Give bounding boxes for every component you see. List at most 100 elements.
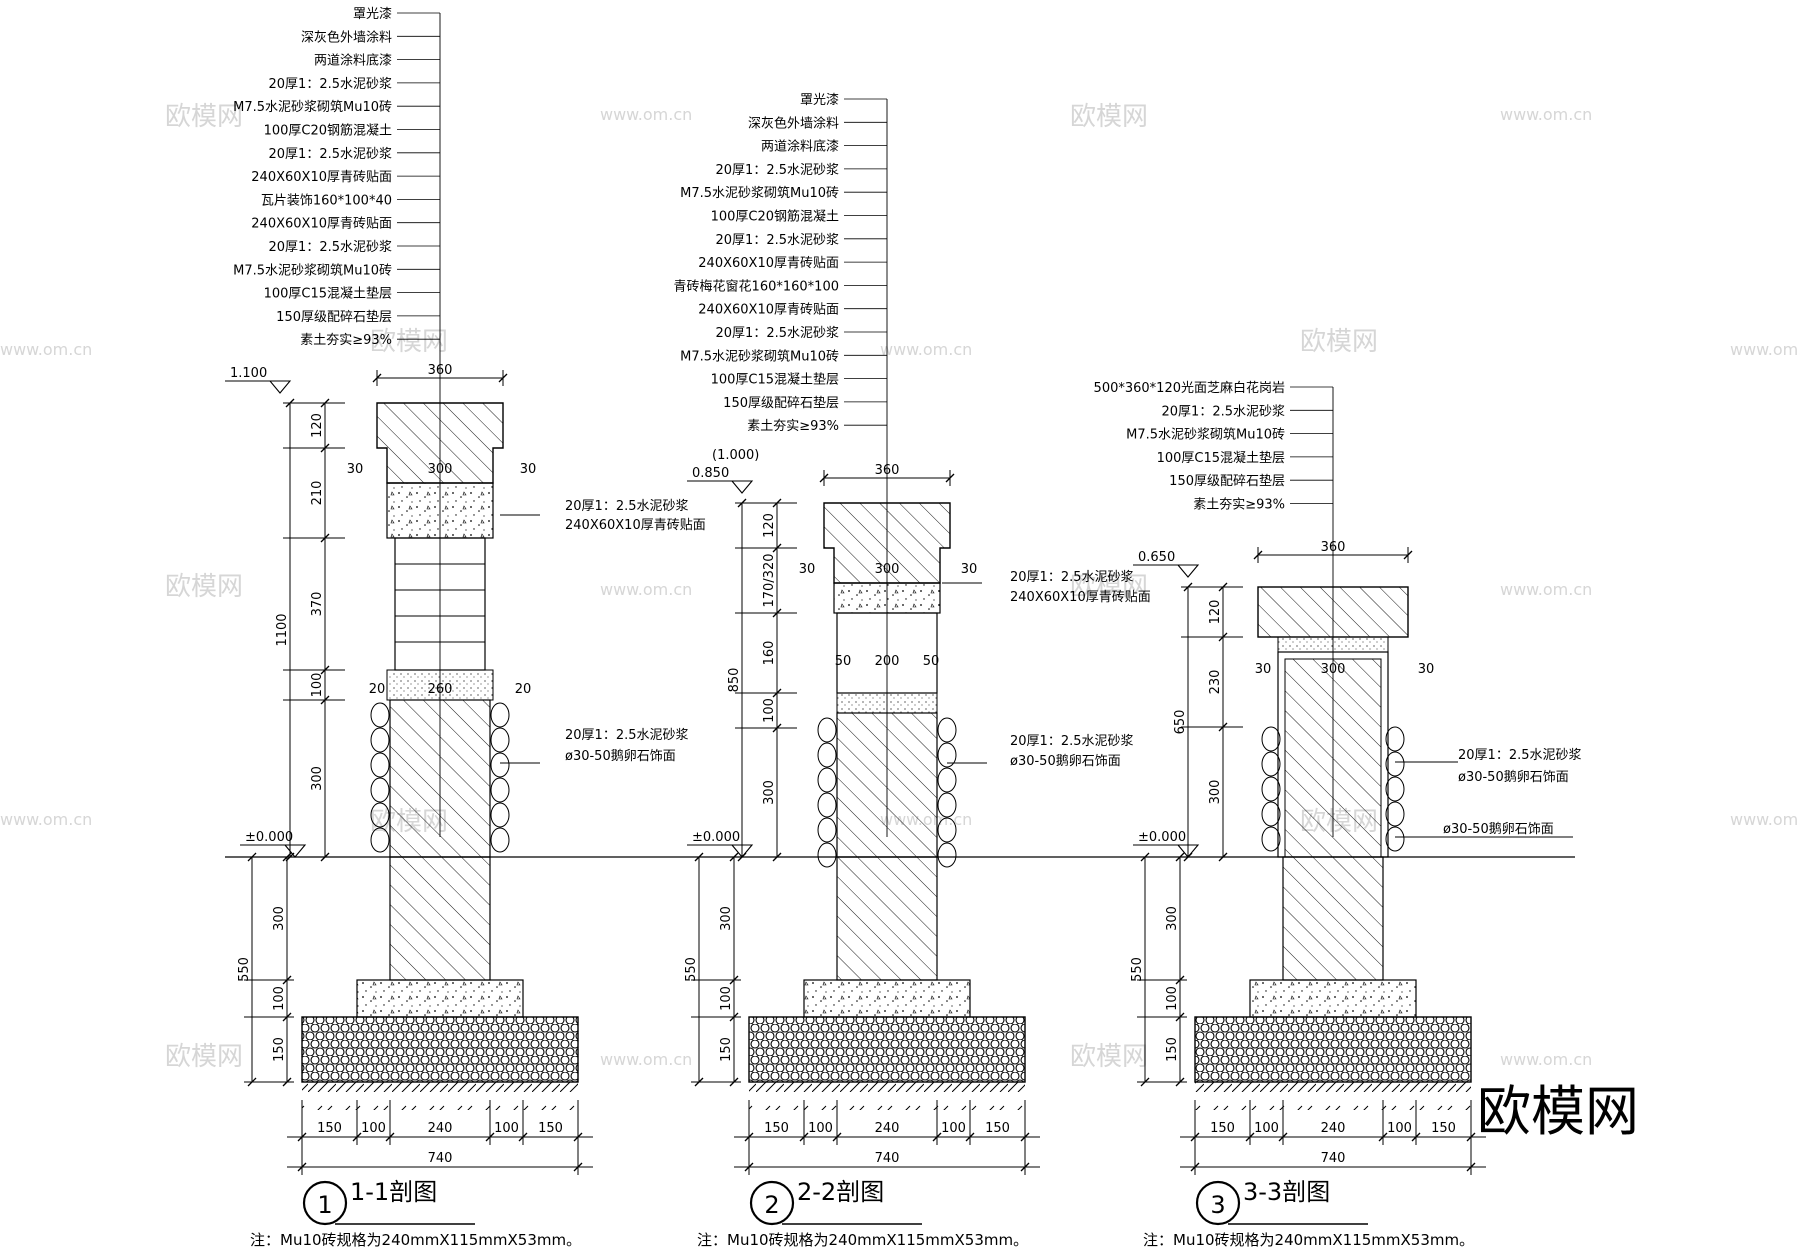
material-label: 100厚C20钢筋混凝土 <box>711 209 839 225</box>
material-label: 100厚C20钢筋混凝土 <box>264 123 392 139</box>
dim-tick <box>1183 852 1193 862</box>
pebble <box>370 727 390 753</box>
material-label: 100厚C15混凝土垫层 <box>264 286 392 302</box>
watermark-url: www.om.cn <box>0 340 92 359</box>
pebble <box>937 817 957 843</box>
material-label: M7.5水泥砂浆砌筑Mu10砖 <box>680 185 839 201</box>
base-dim-label: 240 <box>428 1121 453 1136</box>
foot-dim-b-label: 100 <box>719 986 734 1011</box>
pebble <box>1385 751 1405 777</box>
vdim-seg-label: 370 <box>310 592 325 617</box>
material-label: 素土夯实≥93% <box>747 419 839 434</box>
dim-tick <box>285 398 295 408</box>
material-label: 素土夯实≥93% <box>300 333 392 348</box>
foundation-wall <box>389 856 491 981</box>
section-circle-num: 1 <box>317 1191 332 1219</box>
top-elev-label: 0.850 <box>692 466 729 481</box>
pebble <box>817 767 837 793</box>
vdim-seg-label: 120 <box>1208 600 1223 625</box>
top-elev-triangle <box>730 480 754 494</box>
dim-tick <box>247 1077 257 1087</box>
section-circle <box>749 1180 795 1226</box>
side-label: 20厚1：2.5水泥砂浆 <box>1010 570 1134 585</box>
compacted-soil <box>302 1082 578 1110</box>
pebble <box>1261 751 1281 777</box>
dim-tick <box>694 1077 704 1087</box>
material-label: 240X60X10厚青砖贴面 <box>251 170 392 185</box>
pebble <box>1385 826 1405 852</box>
material-label: 100厚C15混凝土垫层 <box>711 372 839 388</box>
material-label: 20厚1：2.5水泥砂浆 <box>269 77 393 92</box>
foot-dim-b-label: 100 <box>272 986 287 1011</box>
top-elev-label: 1.100 <box>230 366 267 381</box>
foot-dim-c-label: 150 <box>719 1037 734 1062</box>
ground-elev-label: ±0.000 <box>245 830 293 845</box>
watermark-url: www.om.cn <box>1500 1050 1592 1069</box>
pebble <box>490 702 510 728</box>
pebble <box>1261 826 1281 852</box>
pebble <box>490 777 510 803</box>
concrete-pad <box>803 979 971 1018</box>
gravel-bed <box>748 1016 1026 1083</box>
dim-tick <box>694 852 704 862</box>
mid-offset-right: 20 <box>515 682 532 697</box>
watermark-url: www.om.cn <box>880 340 972 359</box>
material-label: 20厚1：2.5水泥砂浆 <box>1162 404 1286 419</box>
pebble <box>370 802 390 828</box>
watermark-logo: 欧模网 <box>1477 1080 1639 1143</box>
pebble <box>490 827 510 853</box>
foot-dim-total-label: 550 <box>684 957 699 982</box>
pebble <box>1385 726 1405 752</box>
base-dim-label: 100 <box>808 1121 833 1136</box>
foundation-wall <box>1282 856 1384 981</box>
pebble <box>370 827 390 853</box>
pebble <box>937 767 957 793</box>
pebble <box>937 717 957 743</box>
pebble <box>817 792 837 818</box>
section-title: 2-2剖图 <box>797 1178 884 1206</box>
side-label: ø30-50鹅卵石饰面 <box>1458 769 1569 785</box>
foot-dim-a-label: 300 <box>719 906 734 931</box>
side-label: 20厚1：2.5水泥砂浆 <box>1010 734 1134 749</box>
side-label: 20厚1：2.5水泥砂浆 <box>1458 748 1582 763</box>
watermark-url: www.om.cn <box>1730 340 1800 359</box>
vdim-seg-label: 300 <box>1208 780 1223 805</box>
watermark-url: www.om.cn <box>600 580 692 599</box>
section-circle <box>1195 1180 1241 1226</box>
watermark-url: www.om.cn <box>1730 810 1800 829</box>
cap-offset-right: 30 <box>961 562 978 577</box>
material-label: 240X60X10厚青砖贴面 <box>698 303 839 318</box>
vdim-seg-label: 170/320 <box>762 553 777 607</box>
foot-dim-a-label: 300 <box>272 906 287 931</box>
gravel-bed <box>301 1016 579 1083</box>
top-elev-triangle <box>268 380 292 394</box>
section-note: 注：Mu10砖规格为240mmX115mmX53mm。 <box>250 1231 581 1249</box>
concrete-pad <box>1249 979 1417 1018</box>
material-label: 深灰色外墙涂料 <box>301 29 392 45</box>
base-dim-label: 100 <box>1387 1121 1412 1136</box>
pebble <box>1261 726 1281 752</box>
base-dim-label: 150 <box>538 1121 563 1136</box>
side-label: 240X60X10厚青砖贴面 <box>565 518 706 533</box>
foundation-wall <box>836 856 938 981</box>
section-note: 注：Mu10砖规格为240mmX115mmX53mm。 <box>697 1231 1028 1249</box>
pebble <box>370 777 390 803</box>
watermark-brand: 欧模网 <box>165 1042 243 1072</box>
pebble <box>817 842 837 868</box>
side-label: 20厚1：2.5水泥砂浆 <box>565 499 689 514</box>
vdim-total-label: 1100 <box>275 613 290 646</box>
cap-offset-right: 30 <box>1418 662 1435 677</box>
pebble <box>1261 801 1281 827</box>
watermark-url: www.om.cn <box>0 810 92 829</box>
foot-dim-a-label: 300 <box>1165 906 1180 931</box>
base-dim-label: 150 <box>985 1121 1010 1136</box>
cap-offset-left: 30 <box>1255 662 1272 677</box>
pebble <box>370 752 390 778</box>
material-label: M7.5水泥砂浆砌筑Mu10砖 <box>233 99 392 115</box>
side-label: 20厚1：2.5水泥砂浆 <box>565 728 689 743</box>
top-elev-label: 0.650 <box>1138 550 1175 565</box>
pebble <box>370 702 390 728</box>
